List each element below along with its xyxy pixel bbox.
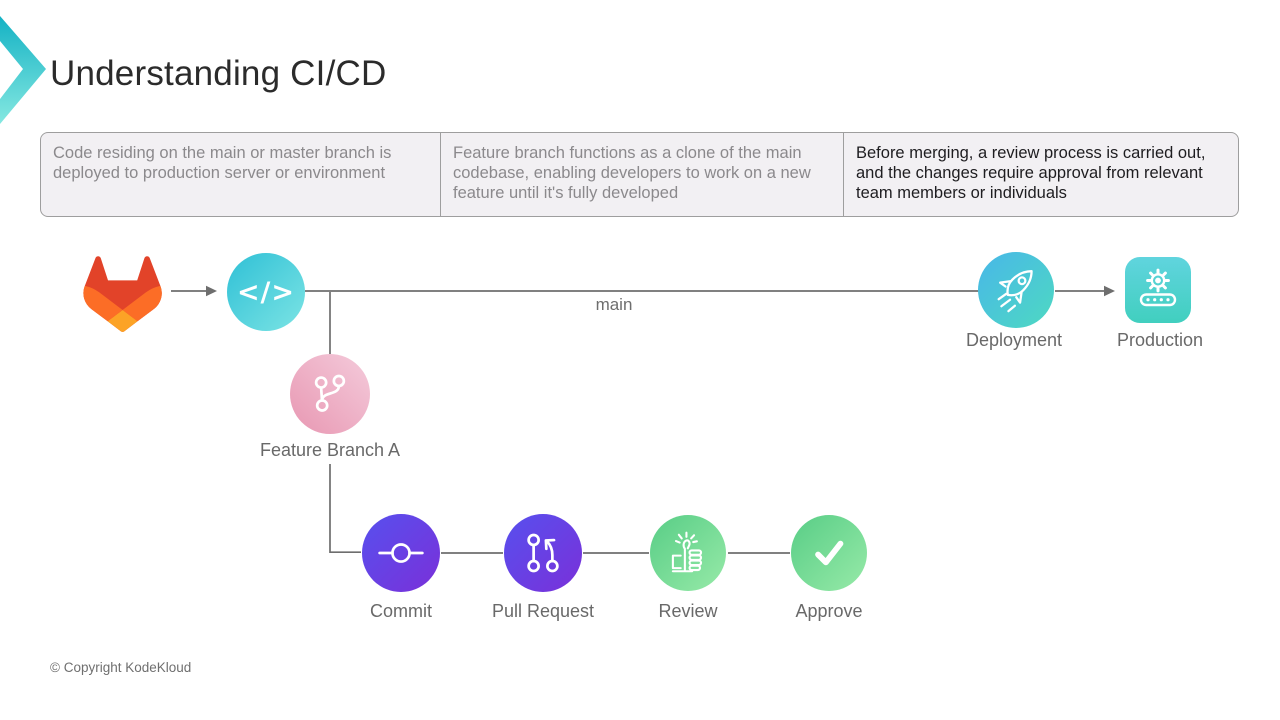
review-node	[650, 515, 726, 591]
production-gear-icon	[1139, 268, 1177, 307]
info-box-review-process-text: Before merging, a review process is carr…	[856, 144, 1206, 203]
pull-request-icon	[527, 533, 559, 573]
approve-node	[791, 515, 867, 591]
kodekloud-chevron-icon	[0, 16, 46, 124]
code-node: </>	[227, 253, 305, 331]
info-box-feature-branch-text: Feature branch functions as a clone of t…	[453, 144, 811, 203]
copyright-text: © Copyright KodeKloud	[50, 660, 192, 675]
approve-label: Approve	[795, 601, 863, 621]
checkmark-icon	[815, 540, 844, 566]
production-node	[1125, 257, 1191, 323]
feature-to-commit-line	[329, 464, 361, 554]
gitlab-logo-icon	[83, 256, 162, 332]
arrowhead-to-production	[1104, 285, 1115, 297]
code-icon: </>	[236, 276, 296, 308]
production-label: Production	[1116, 330, 1204, 350]
info-box-main-branch: Code residing on the main or master bran…	[41, 133, 441, 216]
pull-request-node	[504, 514, 582, 592]
deployment-label: Deployment	[965, 330, 1063, 350]
rocket-icon	[997, 270, 1033, 313]
feature-branch-label: Feature Branch A	[259, 440, 401, 460]
deployment-node	[978, 252, 1054, 328]
git-branch-icon	[314, 374, 346, 412]
thumbs-up-icon	[671, 531, 703, 573]
info-box-feature-branch: Feature branch functions as a clone of t…	[441, 133, 844, 216]
page-title: Understanding CI/CD	[50, 54, 387, 93]
info-box-review-process: Before merging, a review process is carr…	[844, 133, 1238, 216]
git-commit-icon	[378, 543, 424, 563]
commit-node	[362, 514, 440, 592]
commit-label: Commit	[370, 601, 432, 621]
pull-request-label: Pull Request	[491, 601, 595, 621]
arrowhead-to-code	[206, 285, 217, 297]
feature-branch-node	[290, 354, 370, 434]
main-branch-label: main	[595, 295, 633, 314]
review-label: Review	[658, 601, 718, 621]
info-boxes: Code residing on the main or master bran…	[40, 132, 1239, 217]
info-box-main-branch-text: Code residing on the main or master bran…	[53, 144, 392, 183]
